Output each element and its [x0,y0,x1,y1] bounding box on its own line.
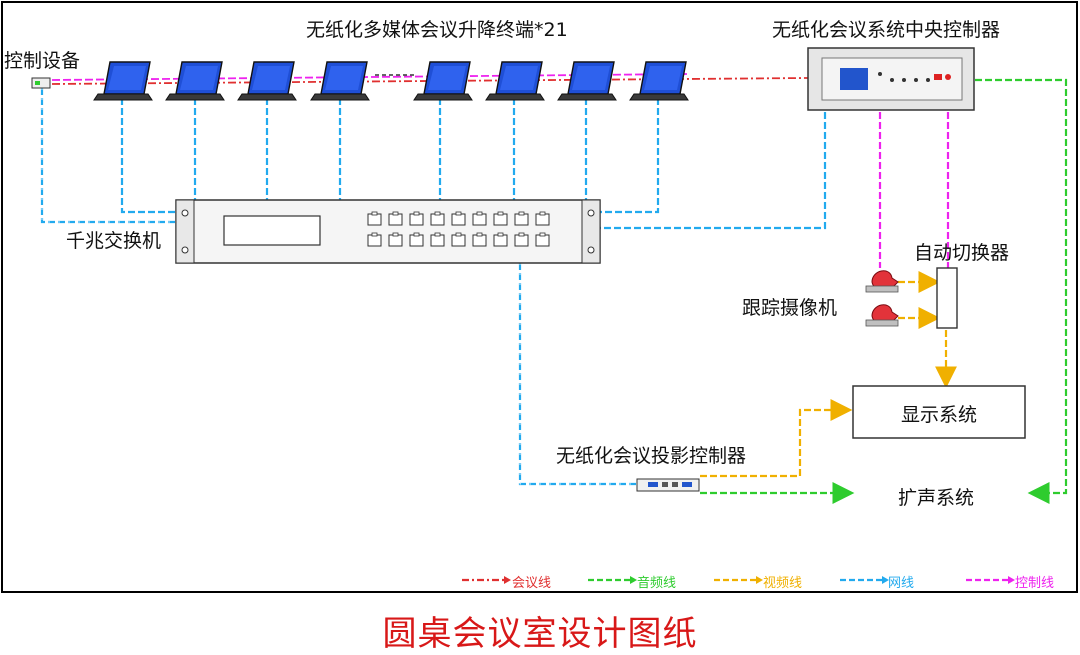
switch-port [493,234,508,247]
switch-port [535,234,550,247]
switch-port [388,213,403,226]
switch-port [388,234,403,247]
legend-lines [462,576,1015,584]
legend-control: 控制线 [1015,576,1055,591]
switch-port [535,213,550,226]
control-device-label: 控制设备 [4,50,81,72]
terminal-5 [413,61,473,101]
switch-port [514,213,529,226]
terminals-label: 无纸化多媒体会议升降终端*21 [306,19,568,41]
tracking-camera-label: 跟踪摄像机 [742,297,838,319]
legend-network: 网线 [888,576,915,591]
legend-arrow-audio [630,576,637,584]
terminal-4 [310,61,370,101]
switch-port [367,213,382,226]
display-system-label: 显示系统 [900,404,977,426]
control-lines [878,112,950,268]
switch-port [430,213,445,226]
tracking-camera-1 [865,270,899,293]
switch-port [451,234,466,247]
audio-lines [700,78,1068,504]
legend-arrow-meeting [504,576,511,584]
switch-port [514,234,529,247]
display-system-box [852,385,1026,439]
projection-controller [636,478,700,492]
terminal-6 [485,61,545,101]
audio-system-label: 扩声系统 [898,487,975,509]
gigabit-switch [175,199,601,264]
legend-meeting: 会议线 [512,576,552,591]
page-title: 圆桌会议室设计图纸 [382,614,698,654]
legend-audio: 音频线 [637,576,677,591]
terminal-2 [165,61,225,101]
switch-port [472,234,487,247]
video-lines [700,271,957,478]
central-controller-label: 无纸化会议系统中央控制器 [772,19,1001,41]
terminal-8 [629,61,689,101]
switch-port [409,234,424,247]
terminal-7 [557,61,617,101]
network-lines [40,88,827,486]
switch-port [472,213,487,226]
legend-video: 视频线 [763,576,803,591]
legend-arrow-control [1008,576,1015,584]
tracking-camera-2 [865,304,899,327]
switch-port [451,213,466,226]
auto-switcher [936,267,958,329]
central-controller [807,47,975,111]
switch-label: 千兆交换机 [66,230,162,252]
switch-port [367,234,382,247]
terminal-3 [237,61,297,101]
terminal-1 [93,61,153,101]
switch-port [409,213,424,226]
switch-port [430,234,445,247]
projection-controller-label: 无纸化会议投影控制器 [556,445,747,467]
legend-arrow-network [882,576,889,584]
terminals [93,61,689,101]
wiring-diagram [31,47,1068,584]
switch-port [493,213,508,226]
auto-switcher-label: 自动切换器 [914,242,1010,264]
legend-arrow-video [756,576,763,584]
control-device [31,77,51,89]
